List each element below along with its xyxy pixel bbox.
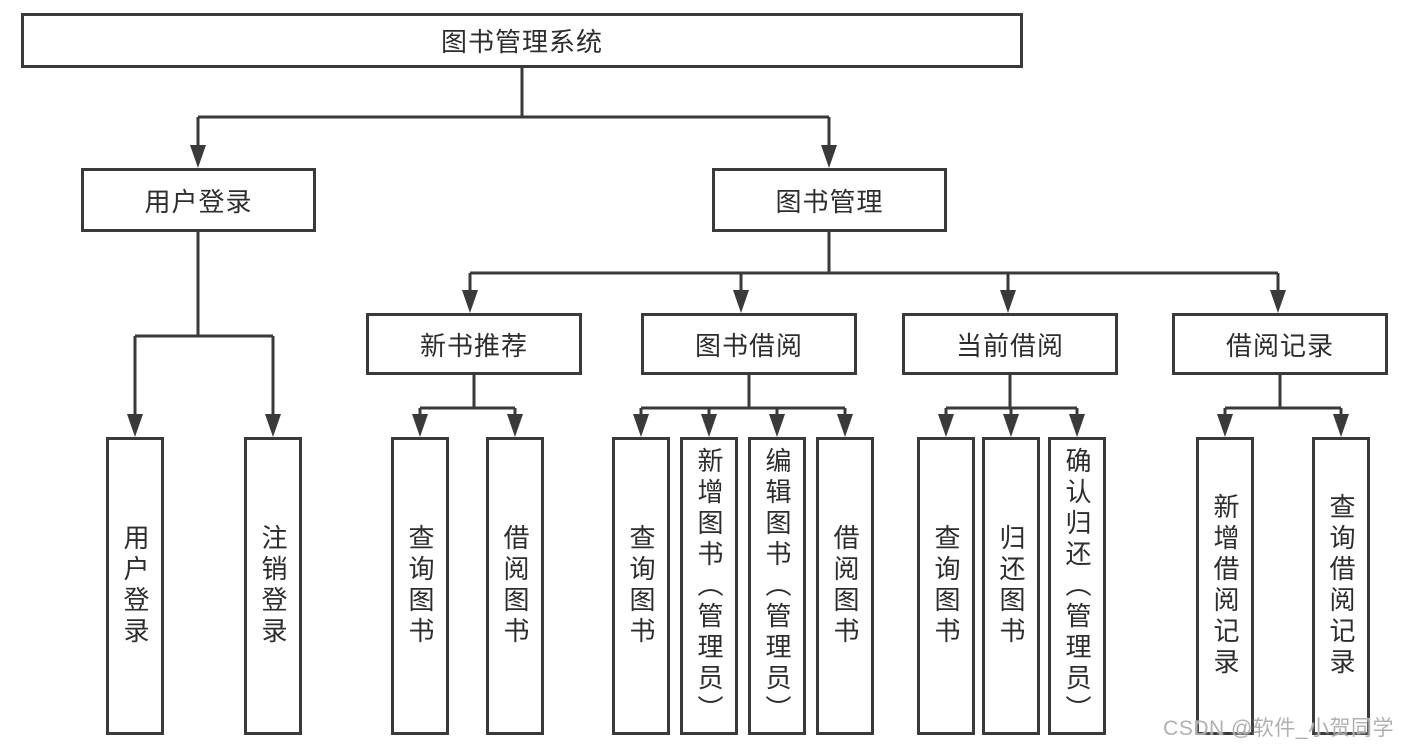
leaf-query-borrow-record: 查询借阅记录 (1312, 437, 1370, 735)
node-label: 图书借阅 (694, 330, 803, 361)
node-borrowing-records: 借阅记录 (1172, 313, 1388, 375)
node-label: 用户登录 (144, 186, 253, 217)
leaf-borrow-books-recommend: 借阅图书 (486, 437, 544, 735)
watermark: CSDN @软件_小贺同学 (1163, 717, 1394, 740)
leaf-query-books-recommend: 查询图书 (391, 437, 449, 735)
node-current-borrowing: 当前借阅 (902, 313, 1118, 375)
node-label: 新增借阅记录 (1210, 493, 1240, 679)
node-label: 归还图书 (996, 524, 1026, 648)
node-label: 当前借阅 (955, 330, 1064, 361)
node-label: 查询图书 (405, 524, 435, 648)
leaf-edit-books-admin: 编辑图书（管理员） (748, 437, 806, 735)
node-label: 图书管理 (775, 186, 884, 217)
leaf-borrow-books-borrowing: 借阅图书 (816, 437, 874, 735)
node-root-library-management-system: 图书管理系统 (21, 13, 1023, 68)
node-label: 确认归还（管理员） (1062, 446, 1092, 726)
node-label: 查询图书 (626, 524, 656, 648)
node-label: 图书管理系统 (440, 27, 603, 57)
node-label: 查询图书 (931, 524, 961, 648)
node-new-book-recommend: 新书推荐 (366, 313, 582, 375)
node-label: 用户登录 (120, 524, 150, 648)
leaf-confirm-return-admin: 确认归还（管理员） (1048, 437, 1106, 735)
leaf-query-books-borrowing: 查询图书 (612, 437, 670, 735)
node-label: 注销登录 (258, 524, 288, 648)
node-book-borrowing: 图书借阅 (641, 313, 857, 375)
node-label: 借阅记录 (1225, 330, 1334, 361)
arrowheads (127, 145, 1349, 437)
leaf-logout: 注销登录 (244, 437, 302, 735)
leaf-user-login: 用户登录 (106, 437, 164, 735)
node-label: 新书推荐 (419, 330, 528, 361)
leaf-query-books-current: 查询图书 (917, 437, 975, 735)
node-book-management: 图书管理 (712, 168, 947, 232)
node-user-login: 用户登录 (81, 168, 316, 232)
leaf-add-borrow-record: 新增借阅记录 (1196, 437, 1254, 735)
node-label: 借阅图书 (500, 524, 530, 648)
node-label: 新增图书（管理员） (694, 446, 724, 726)
node-label: 查询借阅记录 (1326, 493, 1356, 679)
leaf-add-books-admin: 新增图书（管理员） (680, 437, 738, 735)
node-label: 编辑图书（管理员） (762, 446, 792, 726)
leaf-return-books: 归还图书 (982, 437, 1040, 735)
node-label: 借阅图书 (830, 524, 860, 648)
